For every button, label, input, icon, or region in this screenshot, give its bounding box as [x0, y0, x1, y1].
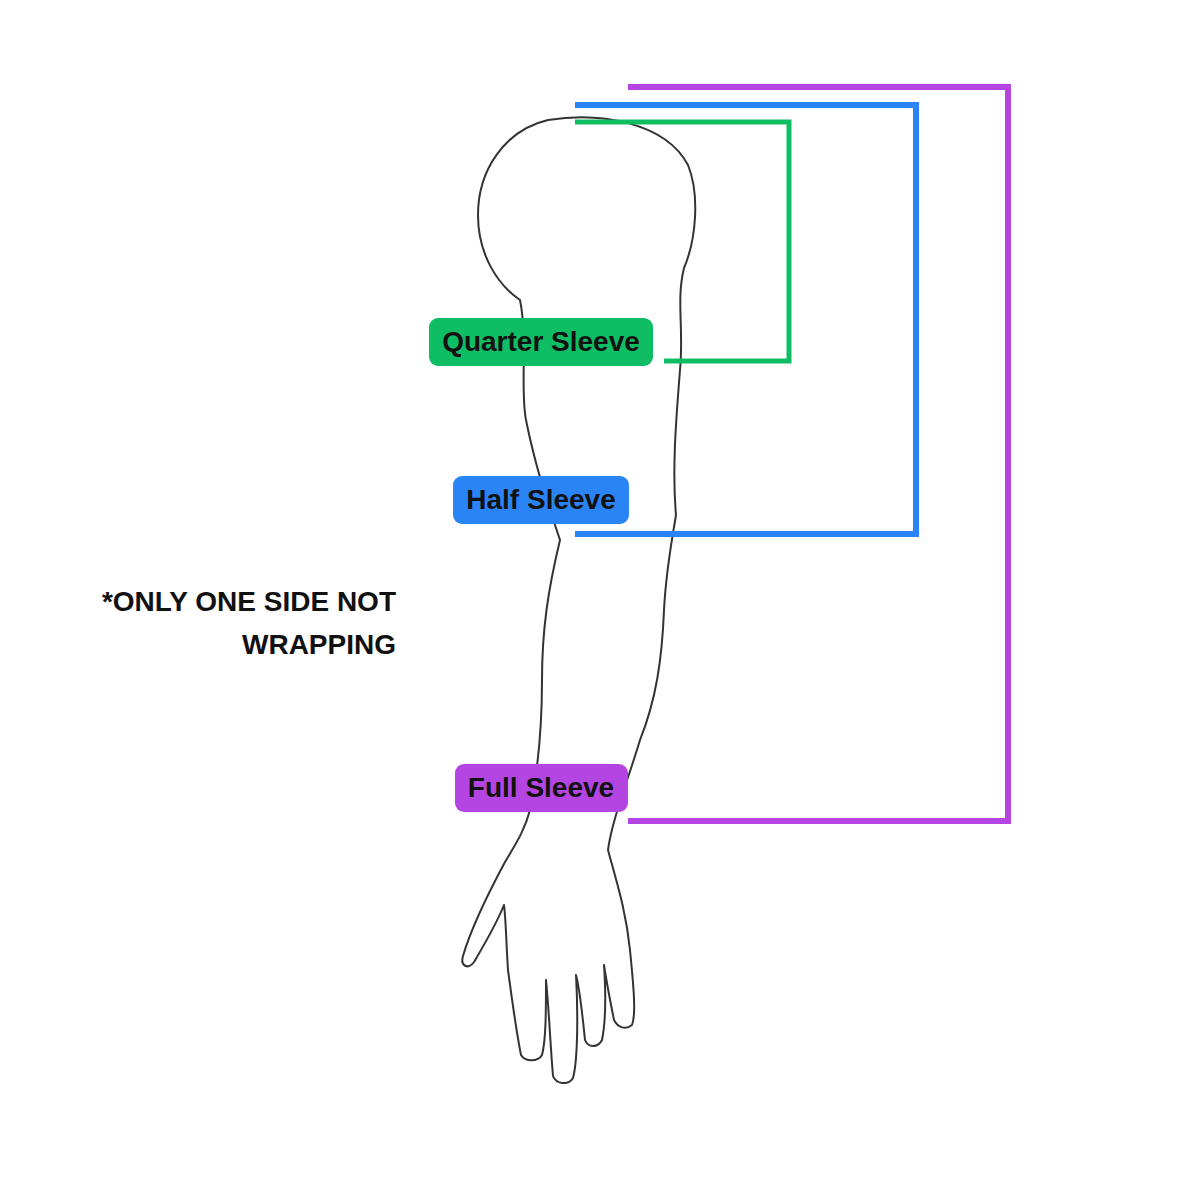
arm-outline: [462, 117, 695, 1083]
full-sleeve-label: Full Sleeve: [455, 764, 628, 812]
half-sleeve-label: Half Sleeve: [453, 476, 629, 524]
note-text: *ONLY ONE SIDE NOT WRAPPING: [96, 580, 396, 666]
sleeve-name: Quarter Sleeve: [442, 326, 640, 358]
full-sleeve-bracket: [628, 87, 1008, 821]
sleeve-name: Half Sleeve: [466, 484, 615, 516]
sleeve-name: Full Sleeve: [468, 772, 614, 804]
quarter-sleeve-label: Quarter Sleeve: [429, 318, 653, 366]
